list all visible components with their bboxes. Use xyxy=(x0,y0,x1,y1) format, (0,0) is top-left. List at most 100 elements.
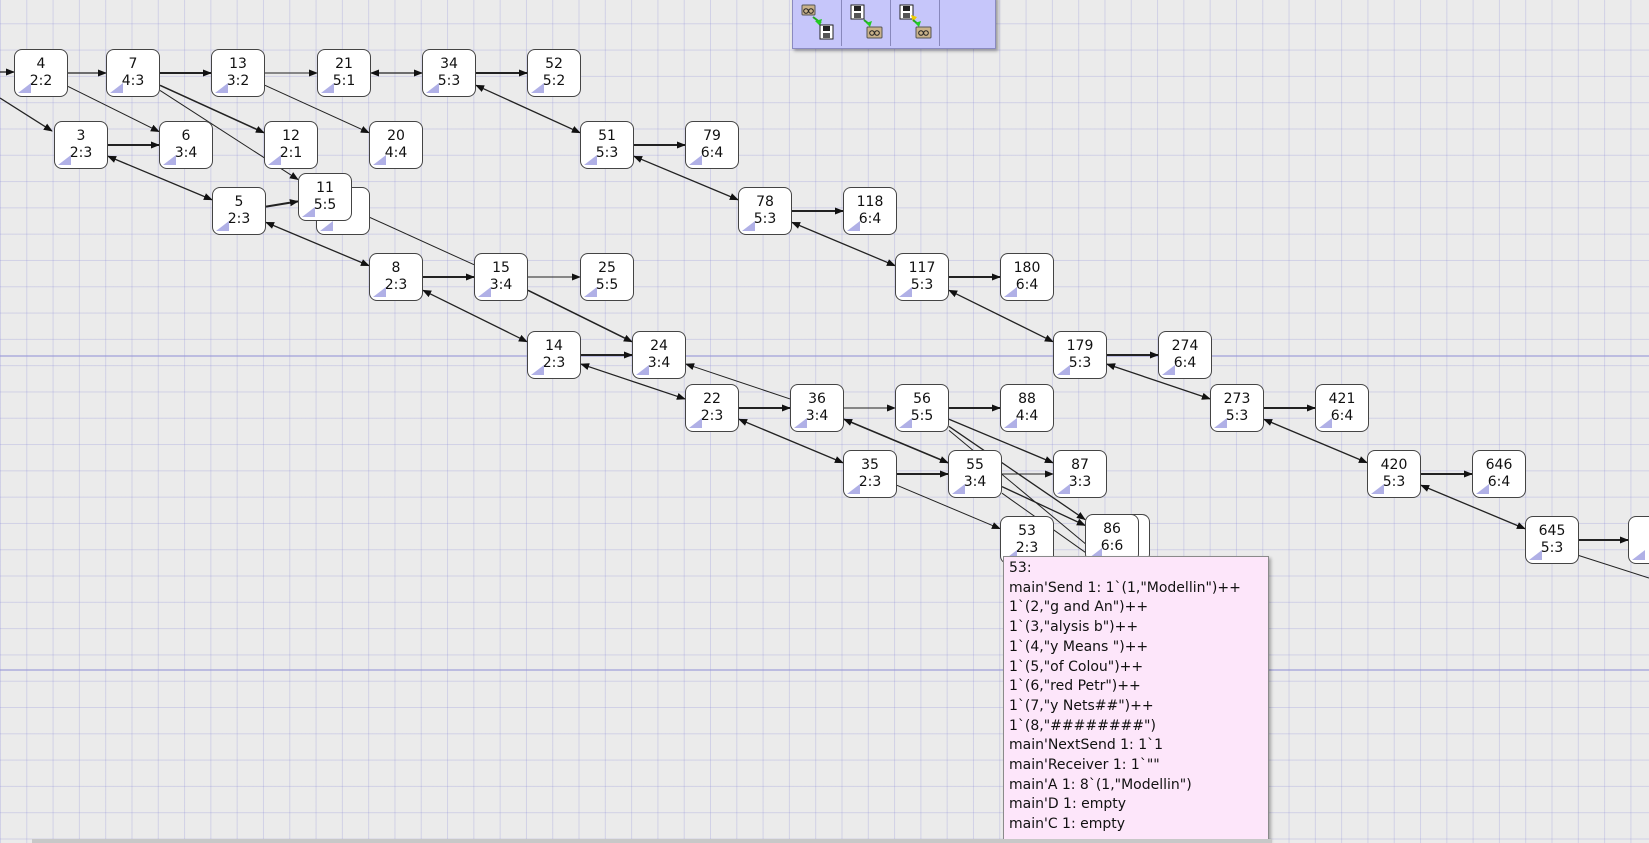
state-node-status: 3:4 xyxy=(489,277,513,293)
state-node-status: 3:2 xyxy=(226,73,250,89)
node-corner-icon xyxy=(952,484,965,494)
arc-5-8 xyxy=(265,221,370,267)
state-node-status: 5:3 xyxy=(1225,408,1249,424)
horizontal-scrollbar[interactable] xyxy=(32,839,1272,843)
tooltip-line: 1`(3,"alysis b")++ xyxy=(1009,619,1139,636)
state-node-id: 35 xyxy=(861,457,879,473)
node-corner-icon xyxy=(847,484,860,494)
node-corner-icon xyxy=(1057,365,1070,375)
state-node-id: 179 xyxy=(1066,338,1094,354)
state-node-status: 5:3 xyxy=(437,73,461,89)
node-corner-icon xyxy=(1162,365,1175,375)
state-node-id: 24 xyxy=(650,338,668,354)
tooltip-line: 1`(6,"red Petr")++ xyxy=(1009,678,1141,695)
state-node-id: 274 xyxy=(1171,338,1199,354)
tooltip-line: main'D 1: empty xyxy=(1009,796,1127,813)
node-corner-icon xyxy=(1004,550,1017,560)
state-node-id: 11 xyxy=(316,180,334,196)
state-node-status: 5:3 xyxy=(1068,355,1092,371)
state-space-toolbar xyxy=(792,0,996,49)
state-node-id: 420 xyxy=(1380,457,1408,473)
arc-35-53 xyxy=(896,484,1001,530)
state-node-status: 3:4 xyxy=(805,408,829,424)
state-node-status: 2:3 xyxy=(227,211,251,227)
state-node-id: 421 xyxy=(1328,391,1356,407)
node-corner-icon xyxy=(58,155,71,165)
state-node-status: 5:3 xyxy=(910,277,934,293)
arc-51-78 xyxy=(633,155,739,201)
state-node-id: 34 xyxy=(440,56,458,72)
tooltip-line: 53: xyxy=(1009,560,1032,576)
state-node-status: 3:4 xyxy=(647,355,671,371)
node-corner-icon xyxy=(636,365,649,375)
state-node-id: 5 xyxy=(234,194,244,210)
node-corner-icon xyxy=(1529,550,1542,560)
state-node-id: 52 xyxy=(545,56,563,72)
state-node-id: 22 xyxy=(703,391,721,407)
arc-8-14 xyxy=(422,289,528,343)
load-state-icon xyxy=(801,4,834,40)
state-node-status: 2:3 xyxy=(1015,540,1039,556)
arc-3-5 xyxy=(107,155,213,201)
state-node-status: 6:4 xyxy=(700,145,724,161)
state-node-9[interactable]: 96 xyxy=(1628,516,1649,564)
load-state-button[interactable] xyxy=(793,0,842,46)
save-state-alt-button[interactable] xyxy=(891,0,940,46)
state-node-id: 180 xyxy=(1013,260,1041,276)
arc-14-22 xyxy=(580,363,686,400)
node-corner-icon xyxy=(794,418,807,428)
state-node-status: 4:4 xyxy=(1015,408,1039,424)
node-corner-icon xyxy=(584,155,597,165)
node-corner-icon xyxy=(1214,418,1227,428)
state-node-id: 645 xyxy=(1538,523,1566,539)
node-corner-icon xyxy=(1004,418,1017,428)
state-node-status: 4:3 xyxy=(121,73,145,89)
save-state-button[interactable] xyxy=(842,0,891,46)
tooltip-line: main'Receiver 1: 1`"" xyxy=(1009,757,1160,774)
state-node-id: 12 xyxy=(282,128,300,144)
node-corner-icon xyxy=(531,365,544,375)
state-node-id: 8 xyxy=(391,260,401,276)
arc-117-179 xyxy=(948,289,1054,343)
state-node-status: 6:4 xyxy=(1487,474,1511,490)
node-corner-icon xyxy=(531,83,544,93)
